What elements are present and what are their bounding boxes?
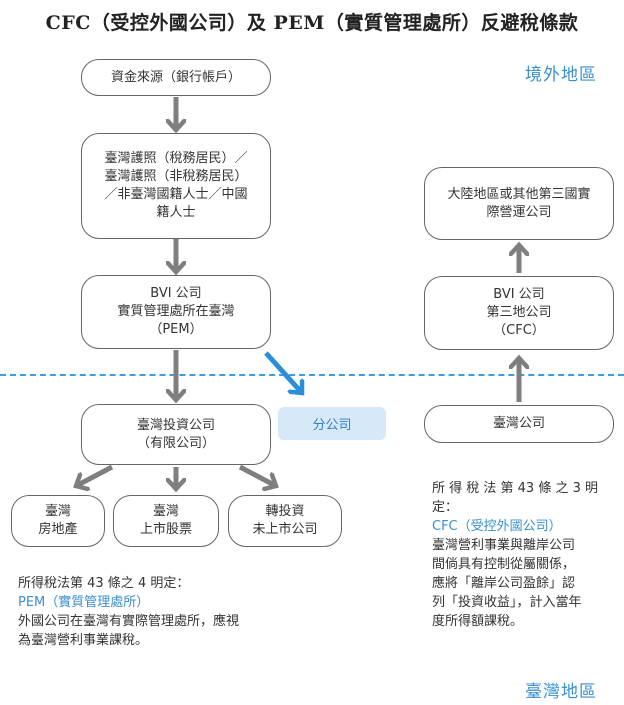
- note-pem-term: PEM（實質管理處所）: [18, 595, 150, 610]
- note-cfc-law-1: 所 得 稅 法 第 43 條 之 3 明: [432, 481, 599, 496]
- box-bvi-cfc: BVI 公司 第三地公司 （CFC）: [424, 276, 614, 350]
- bvi-cfc-line-2: 第三地公司: [486, 305, 552, 320]
- note-cfc-term: CFC（受控外國公司）: [432, 519, 562, 534]
- arrow-to-reinvestment: [238, 464, 276, 486]
- note-cfc-body-3: 應將「離岸公司盈餘」認: [432, 576, 576, 591]
- mainland-line-2: 際營運公司: [486, 204, 552, 220]
- note-cfc: 所 得 稅 法 第 43 條 之 3 明 定： CFC（受控外國公司） 臺灣營利…: [432, 479, 618, 631]
- box-branch: 分公司: [278, 407, 386, 440]
- holder-line-3: ／非臺灣國籍人士／中國: [104, 187, 248, 202]
- mainland-line-1: 大陸地區或其他第三國實: [447, 186, 591, 202]
- region-label-taiwan: 臺灣地區: [525, 682, 597, 702]
- real-estate-line-1: 臺灣: [44, 504, 71, 519]
- bvi-pem-line-3: （PEM）: [149, 322, 203, 337]
- holder-line-4: 籍人士: [156, 205, 196, 220]
- bvi-pem-line-2: 實質管理處所在臺灣: [117, 304, 235, 319]
- fund-source-label: 資金來源（銀行帳戶）: [110, 69, 241, 85]
- tw-investment-line-1: 臺灣投資公司: [136, 417, 215, 433]
- offshore-boundary-line: [0, 374, 624, 376]
- note-pem-body-1: 外國公司在臺灣有實際管理處所，應視: [18, 614, 240, 629]
- holder-line-2: 臺灣護照（非稅務居民）: [104, 169, 248, 184]
- note-pem: 所得稅法第 43 條之 4 明定： PEM（實質管理處所） 外國公司在臺灣有實際…: [18, 574, 318, 650]
- box-fund-source: 資金來源（銀行帳戶）: [81, 59, 271, 96]
- box-real-estate: 臺灣 房地產: [11, 495, 105, 547]
- arrow-bvi-to-branch: [264, 351, 302, 393]
- note-cfc-body-2: 間倘具有控制從屬關係，: [432, 557, 576, 572]
- listed-stock-line-1: 臺灣: [152, 504, 179, 519]
- tw-investment-line-2: （有限公司）: [136, 435, 215, 451]
- listed-stock-line-2: 上市股票: [139, 522, 192, 537]
- box-mainland-operating-company: 大陸地區或其他第三國實 際營運公司: [424, 167, 614, 240]
- box-passport-holder: 臺灣護照（稅務居民）／ 臺灣護照（非稅務居民） ／非臺灣國籍人士／中國 籍人士: [81, 133, 271, 239]
- bvi-pem-line-1: BVI 公司: [150, 286, 202, 301]
- real-estate-line-2: 房地產: [38, 522, 78, 537]
- holder-line-1: 臺灣護照（稅務居民）／: [104, 151, 248, 166]
- note-pem-body-2: 為臺灣營利事業課稅。: [18, 633, 149, 648]
- note-cfc-body-4: 列「投資收益」，計入當年: [432, 595, 582, 610]
- bvi-cfc-line-3: （CFC）: [493, 323, 545, 338]
- page-title: CFC（受控外國公司）及 PEM（實質管理處所）反避稅條款: [45, 12, 579, 34]
- note-cfc-body-1: 臺灣營利事業與離岸公司: [432, 538, 576, 553]
- box-tw-company: 臺灣公司: [424, 405, 614, 443]
- box-bvi-pem: BVI 公司 實質管理處所在臺灣 （PEM）: [81, 275, 271, 349]
- box-reinvestment: 轉投資 未上市公司: [228, 495, 342, 547]
- arrow-to-real-estate: [76, 464, 114, 486]
- reinvestment-line-1: 轉投資: [265, 504, 305, 519]
- note-cfc-body-5: 度所得額課稅。: [432, 614, 524, 629]
- note-pem-law: 所得稅法第 43 條之 4 明定：: [18, 576, 190, 591]
- region-label-offshore: 境外地區: [525, 65, 597, 85]
- bvi-cfc-line-1: BVI 公司: [493, 287, 545, 302]
- box-tw-investment-company: 臺灣投資公司 （有限公司）: [81, 404, 271, 465]
- reinvestment-line-2: 未上市公司: [252, 522, 318, 537]
- tw-company-label: 臺灣公司: [492, 416, 545, 431]
- note-cfc-law-2: 定：: [432, 500, 459, 515]
- box-listed-stock: 臺灣 上市股票: [113, 495, 219, 547]
- branch-label: 分公司: [312, 418, 352, 433]
